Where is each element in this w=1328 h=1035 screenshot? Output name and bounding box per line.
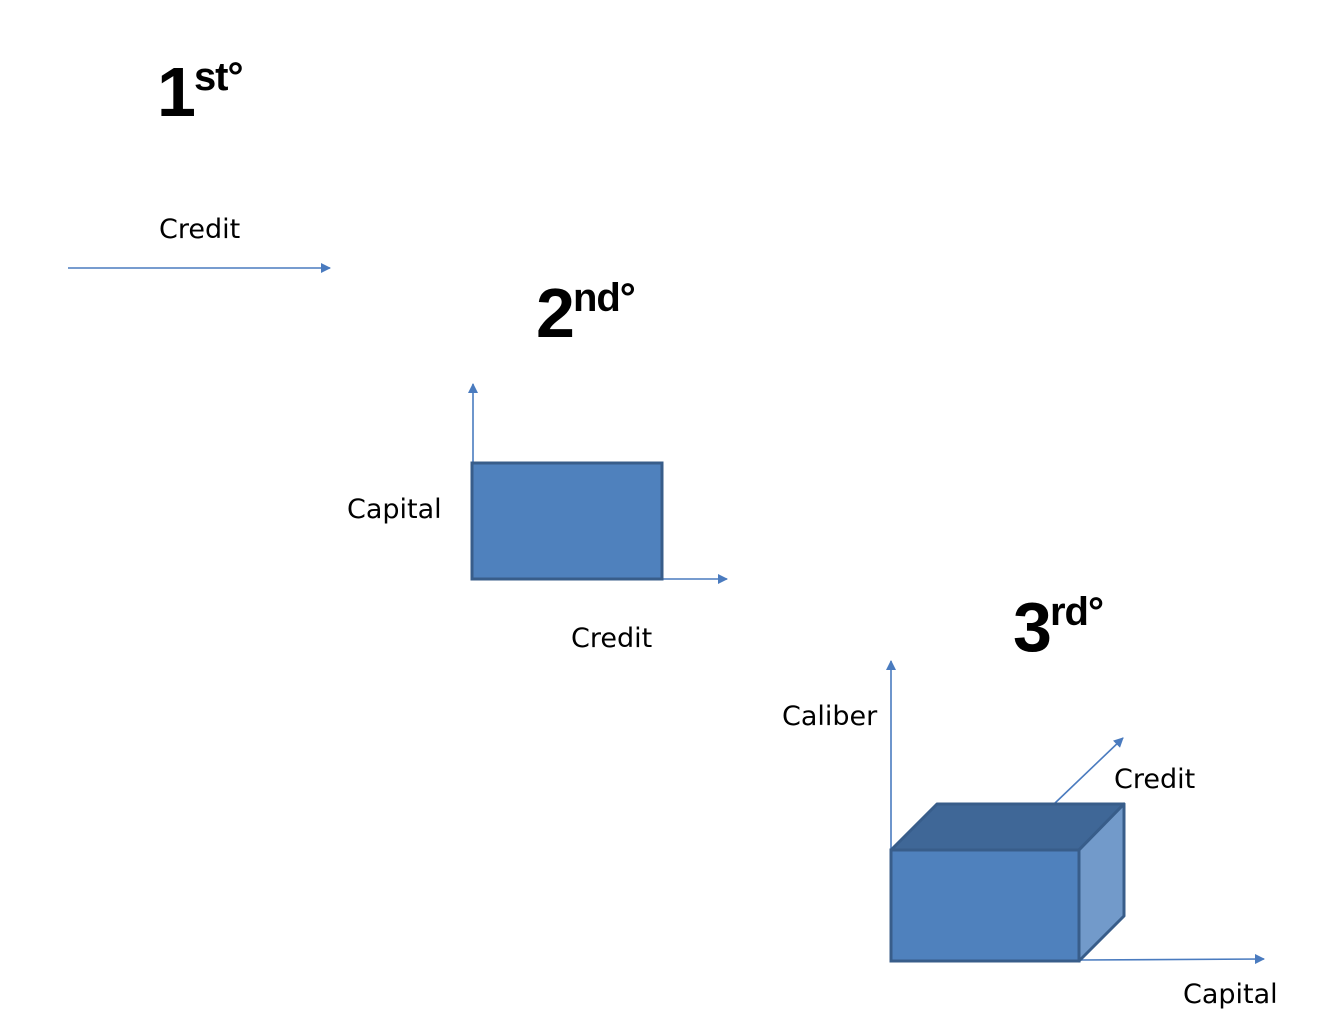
second-degree-suffix: nd° (572, 276, 636, 320)
second-area-rectangle (470, 461, 664, 581)
second-credit-label: Credit (571, 623, 653, 654)
third-degree-heading: 3rd° (1013, 590, 1104, 662)
second-degree-number: 2 (536, 274, 575, 352)
first-credit-label: Credit (159, 214, 241, 245)
third-degree-suffix: rd° (1049, 590, 1104, 634)
second-degree-heading: 2nd° (536, 276, 636, 348)
third-capital-label: Capital (1183, 979, 1278, 1010)
first-degree-suffix: st° (193, 55, 244, 99)
cuboid-front-face (889, 848, 1081, 963)
second-capital-label: Capital (347, 494, 442, 525)
third-caliber-label: Caliber (782, 701, 878, 732)
third-credit-label: Credit (1114, 764, 1196, 795)
first-degree-heading: 1st° (157, 57, 243, 127)
third-volume-cuboid (889, 802, 1126, 963)
third-degree-number: 3 (1013, 588, 1052, 666)
first-degree-number: 1 (157, 53, 196, 131)
third-credit-axis-arrow (1053, 737, 1124, 805)
third-capital-axis-arrow (1078, 954, 1265, 965)
